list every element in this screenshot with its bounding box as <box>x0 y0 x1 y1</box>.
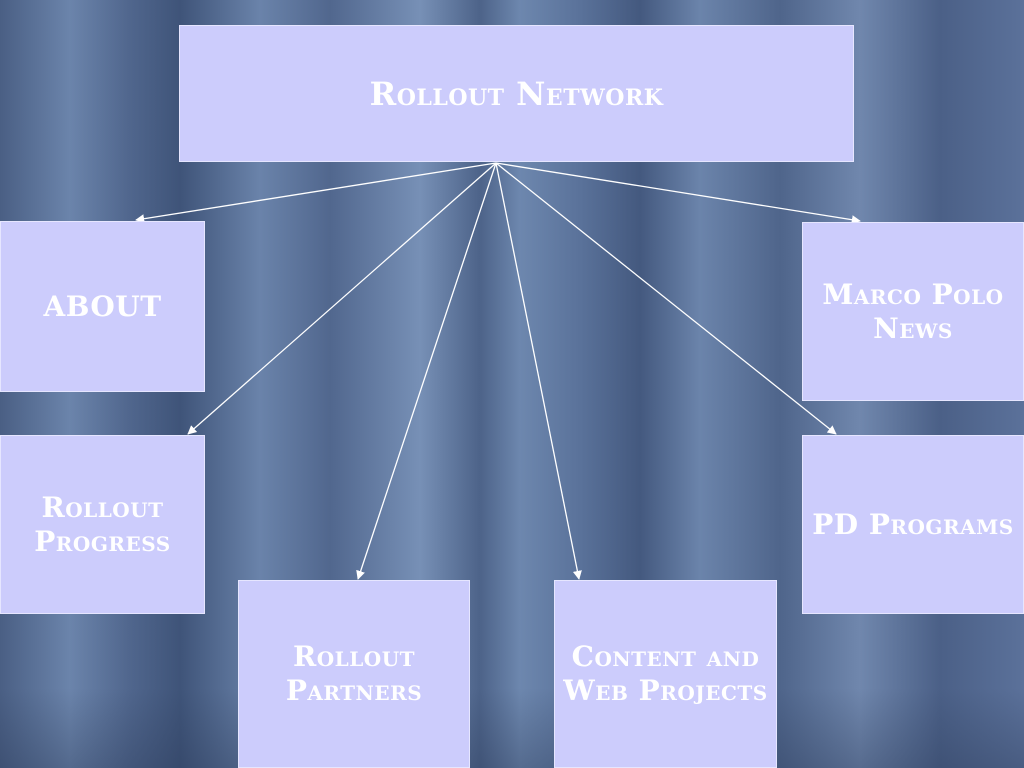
connector-to-content-web-projects <box>495 162 582 580</box>
box-rollout-partners-label: Rollout Partners <box>285 640 423 707</box>
connector-to-marco-polo-news <box>495 162 861 225</box>
box-marco-polo-news[interactable]: Marco Polo News <box>802 222 1024 401</box>
root-box-rollout-network[interactable]: Rollout Network <box>179 25 854 162</box>
box-rollout-progress[interactable]: Rollout Progress <box>0 435 205 614</box>
box-pd-programs[interactable]: PD Programs <box>802 435 1024 614</box>
box-marco-polo-news-label: Marco Polo News <box>822 277 1004 345</box>
root-box-label: Rollout Network <box>369 74 664 113</box>
connector-to-pd-programs <box>495 162 837 435</box>
box-rollout-partners[interactable]: Rollout Partners <box>238 580 470 768</box>
box-content-web-projects[interactable]: Content and Web Projects <box>554 580 777 768</box>
connector-to-about <box>135 162 497 224</box>
connector-to-rollout-progress <box>187 162 497 435</box>
box-about-label: ABOUT <box>43 289 162 323</box>
box-rollout-progress-label: Rollout Progress <box>34 490 171 558</box>
box-about[interactable]: ABOUT <box>0 221 205 392</box>
box-content-web-projects-label: Content and Web Projects <box>563 640 768 707</box>
connector-to-rollout-partners <box>356 162 497 580</box>
box-pd-programs-label: PD Programs <box>812 507 1014 541</box>
